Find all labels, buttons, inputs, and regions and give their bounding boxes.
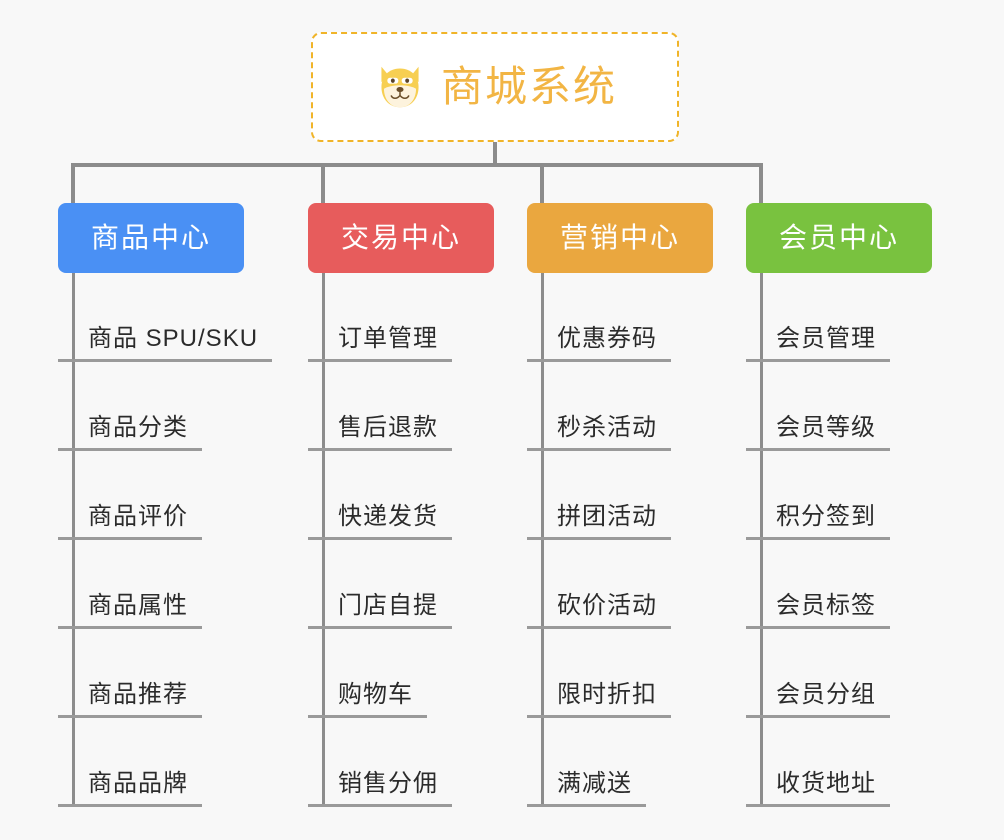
child-item-label: 商品推荐 <box>58 683 202 718</box>
child-item-label: 购物车 <box>308 683 427 718</box>
branch-drop-line-trade-center <box>321 163 325 203</box>
child-item[interactable]: 快递发货 <box>308 451 452 540</box>
child-item[interactable]: 售后退款 <box>308 362 452 451</box>
child-item-label: 会员等级 <box>746 416 890 451</box>
child-item-label: 拼团活动 <box>527 505 671 540</box>
child-item[interactable]: 满减送 <box>527 718 671 807</box>
child-item-label: 门店自提 <box>308 594 452 629</box>
column-spine <box>322 273 325 807</box>
branch-bus-line <box>71 163 763 167</box>
child-item[interactable]: 商品属性 <box>58 540 272 629</box>
child-item[interactable]: 商品品牌 <box>58 718 272 807</box>
child-item[interactable]: 会员标签 <box>746 540 890 629</box>
child-item[interactable]: 拼团活动 <box>527 451 671 540</box>
child-item-label: 秒杀活动 <box>527 416 671 451</box>
child-item[interactable]: 订单管理 <box>308 273 452 362</box>
child-item[interactable]: 会员等级 <box>746 362 890 451</box>
category-title: 交易中心 <box>340 222 461 253</box>
child-item[interactable]: 限时折扣 <box>527 629 671 718</box>
child-item[interactable]: 会员分组 <box>746 629 890 718</box>
child-item-label: 限时折扣 <box>527 683 671 718</box>
child-item-label: 砍价活动 <box>527 594 671 629</box>
category-header-member-center[interactable]: 会员中心 <box>746 203 932 273</box>
category-title: 商品中心 <box>90 222 211 253</box>
child-item-label: 商品品牌 <box>58 772 202 807</box>
child-item-label: 快递发货 <box>308 505 452 540</box>
branch-drop-line-member-center <box>759 163 763 203</box>
category-title: 营销中心 <box>559 222 680 253</box>
child-item-label: 会员标签 <box>746 594 890 629</box>
shiba-dog-face-icon <box>381 66 419 108</box>
child-item[interactable]: 秒杀活动 <box>527 362 671 451</box>
branch-drop-line-marketing-center <box>540 163 544 203</box>
child-item-label: 会员管理 <box>746 327 890 362</box>
root-drop-line <box>493 142 497 163</box>
child-item-label: 满减送 <box>527 772 646 807</box>
branch-drop-line-product-center <box>71 163 75 203</box>
column-spine <box>760 273 763 807</box>
child-item-label: 商品评价 <box>58 505 202 540</box>
child-item[interactable]: 砍价活动 <box>527 540 671 629</box>
category-header-marketing-center[interactable]: 营销中心 <box>527 203 713 273</box>
child-item-label: 订单管理 <box>308 327 452 362</box>
child-item[interactable]: 商品评价 <box>58 451 272 540</box>
child-item-label: 售后退款 <box>308 416 452 451</box>
child-item[interactable]: 购物车 <box>308 629 452 718</box>
child-item-list: 优惠券码秒杀活动拼团活动砍价活动限时折扣满减送 <box>527 273 671 807</box>
child-item[interactable]: 商品推荐 <box>58 629 272 718</box>
child-item-label: 积分签到 <box>746 505 890 540</box>
child-item-label: 会员分组 <box>746 683 890 718</box>
child-item-label: 优惠券码 <box>527 327 671 362</box>
category-header-product-center[interactable]: 商品中心 <box>58 203 244 273</box>
child-item[interactable]: 商品分类 <box>58 362 272 451</box>
child-item-list: 会员管理会员等级积分签到会员标签会员分组收货地址 <box>746 273 890 807</box>
child-item[interactable]: 商品 SPU/SKU <box>58 273 273 362</box>
child-item[interactable]: 收货地址 <box>746 718 890 807</box>
category-header-trade-center[interactable]: 交易中心 <box>308 203 494 273</box>
root-title: 商城系统 <box>440 63 617 110</box>
root-node[interactable]: 商城系统 <box>311 32 679 142</box>
child-item-label: 商品属性 <box>58 594 202 629</box>
child-item-list: 订单管理售后退款快递发货门店自提购物车销售分佣 <box>308 273 452 807</box>
child-item[interactable]: 会员管理 <box>746 273 890 362</box>
child-item-label: 收货地址 <box>746 772 890 807</box>
child-item-label: 商品 SPU/SKU <box>58 327 273 362</box>
child-item-label: 商品分类 <box>58 416 202 451</box>
child-item[interactable]: 优惠券码 <box>527 273 671 362</box>
column-spine <box>541 273 544 807</box>
child-item[interactable]: 销售分佣 <box>308 718 452 807</box>
child-item[interactable]: 门店自提 <box>308 540 452 629</box>
category-title: 会员中心 <box>778 222 899 253</box>
child-item[interactable]: 积分签到 <box>746 451 890 540</box>
child-item-list: 商品 SPU/SKU 商品分类商品评价商品属性商品推荐商品品牌 <box>58 273 273 807</box>
child-item-label: 销售分佣 <box>308 772 452 807</box>
column-spine <box>72 273 75 807</box>
